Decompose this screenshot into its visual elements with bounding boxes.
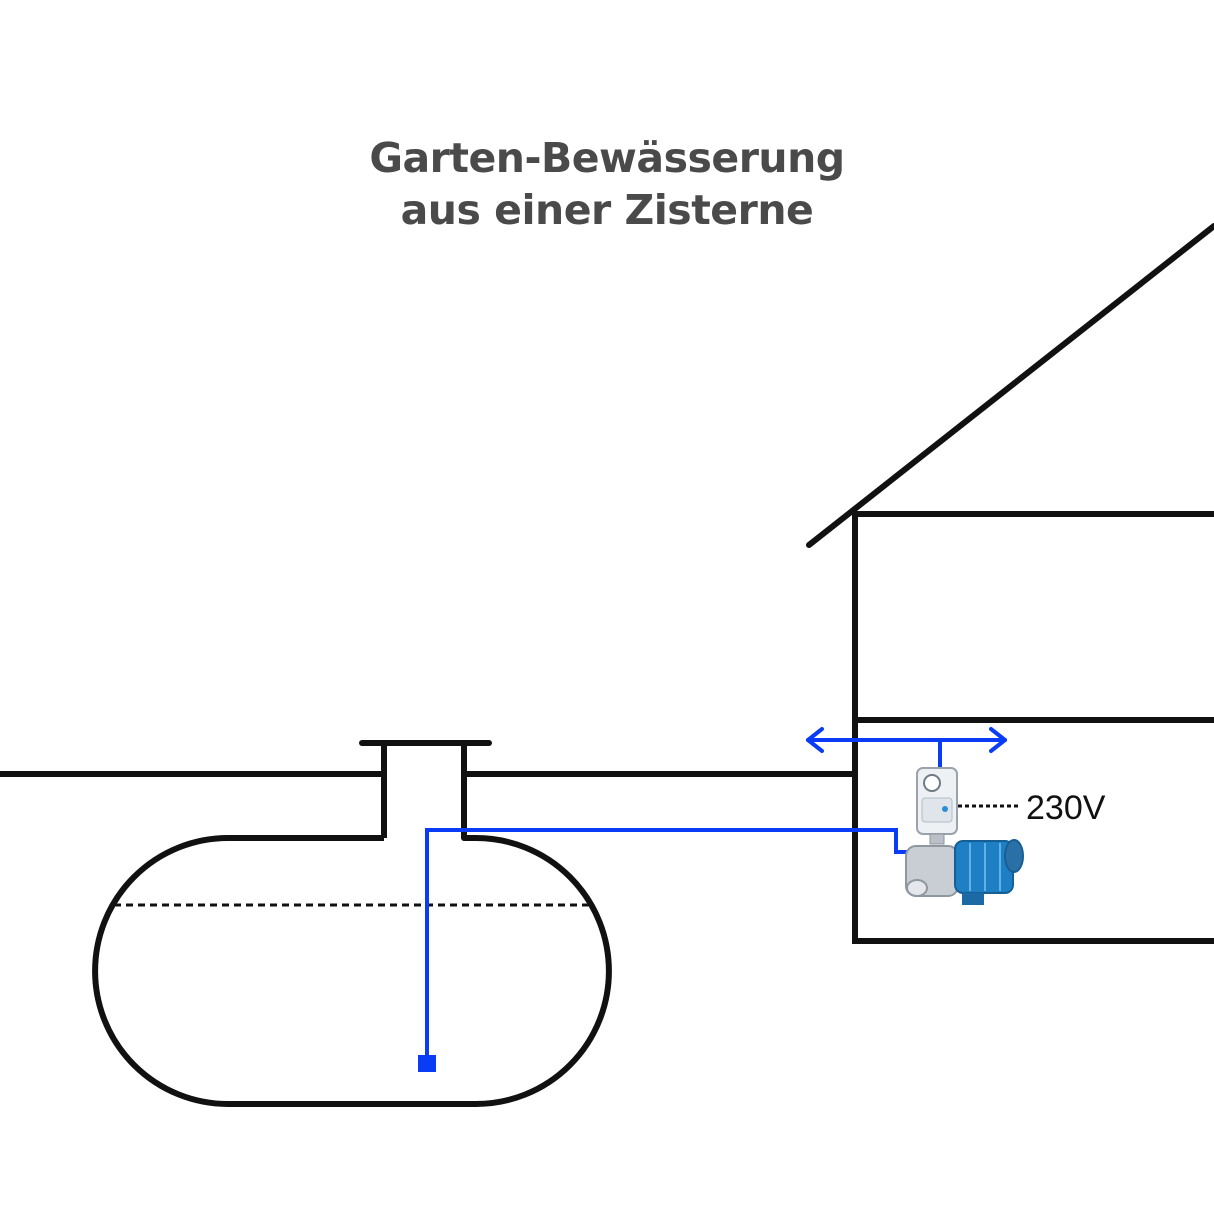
- suction-pipe: [425, 828, 918, 1062]
- voltage-label: 230V: [1026, 789, 1106, 827]
- pressure-controller-icon: [916, 767, 958, 845]
- house-roof: [806, 223, 1214, 548]
- title-line-1: Garten-Bewässerung: [369, 134, 845, 182]
- title-line-2: aus einer Zisterne: [400, 186, 814, 234]
- water-pump-icon: [905, 839, 1024, 905]
- diagram-title: Garten-Bewässerung aus einer Zisterne: [0, 132, 1214, 236]
- suction-filter-icon: [418, 1055, 436, 1072]
- house: [806, 223, 1214, 944]
- double-arrow-icon: [806, 727, 1007, 753]
- cistern-tank: [92, 744, 612, 1107]
